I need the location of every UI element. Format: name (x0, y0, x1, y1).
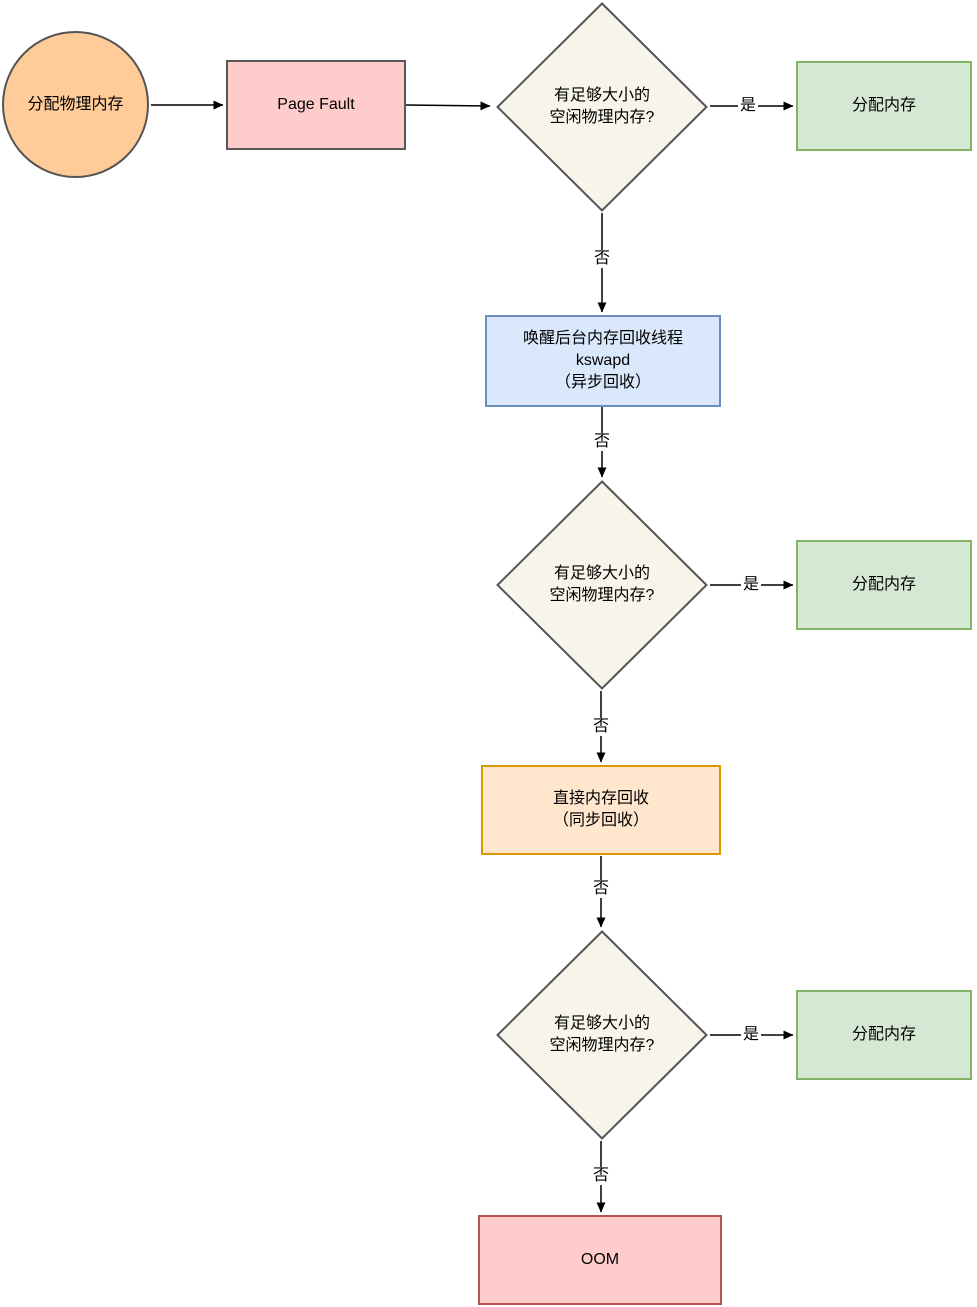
decision-2-line: 空闲物理内存? (549, 587, 655, 604)
diamond-shape-icon (496, 480, 708, 690)
decision-2-line: 有足够大小的 (553, 565, 650, 582)
start-node: 分配物理内存 (2, 31, 149, 178)
edge-label-yes: 是 (740, 1026, 762, 1044)
direct-reclaim-node: 直接内存回收 （同步回收） (481, 765, 721, 855)
allocate-2-label: 分配内存 (851, 576, 916, 593)
direct-reclaim-line: 直接内存回收 (552, 790, 649, 807)
decision-1-line: 空闲物理内存? (549, 109, 655, 126)
edge-label-yes: 是 (740, 576, 762, 594)
diamond-shape-icon (496, 2, 708, 212)
page-fault-node: Page Fault (226, 60, 406, 150)
decision-node-3: 有足够大小的 空闲物理内存? (496, 930, 708, 1140)
decision-1-line: 有足够大小的 (553, 87, 650, 104)
decision-3-line: 空闲物理内存? (549, 1037, 655, 1054)
flow-arrow-page_fault-to-decision1 (405, 101, 491, 111)
direct-reclaim-line: （同步回收） (552, 812, 649, 829)
allocate-3-label: 分配内存 (851, 1026, 916, 1043)
kswapd-line: （异步回收） (554, 374, 651, 391)
oom-node: OOM (478, 1215, 722, 1305)
allocate-1-label: 分配内存 (851, 97, 916, 114)
oom-label: OOM (580, 1251, 620, 1268)
page-fault-label: Page Fault (277, 96, 355, 113)
allocate-node-1: 分配内存 (796, 61, 972, 151)
start-node-label: 分配物理内存 (27, 95, 124, 113)
allocate-node-3: 分配内存 (796, 990, 972, 1080)
edge-label-yes: 是 (737, 97, 759, 115)
allocate-node-2: 分配内存 (796, 540, 972, 630)
diamond-shape-icon (496, 930, 708, 1140)
decision-3-line: 有足够大小的 (553, 1015, 650, 1032)
kswapd-node: 唤醒后台内存回收线程 kswapd （异步回收） (485, 315, 721, 407)
edge-label-no: 否 (590, 1167, 612, 1185)
kswapd-line: kswapd (575, 352, 631, 369)
kswapd-line: 唤醒后台内存回收线程 (522, 330, 683, 347)
edge-label-no: 否 (591, 433, 613, 451)
edge-label-no: 否 (591, 250, 613, 268)
edge-label-no: 否 (590, 880, 612, 898)
decision-node-2: 有足够大小的 空闲物理内存? (496, 480, 708, 690)
edge-label-no: 否 (590, 718, 612, 736)
decision-node-1: 有足够大小的 空闲物理内存? (496, 2, 708, 212)
